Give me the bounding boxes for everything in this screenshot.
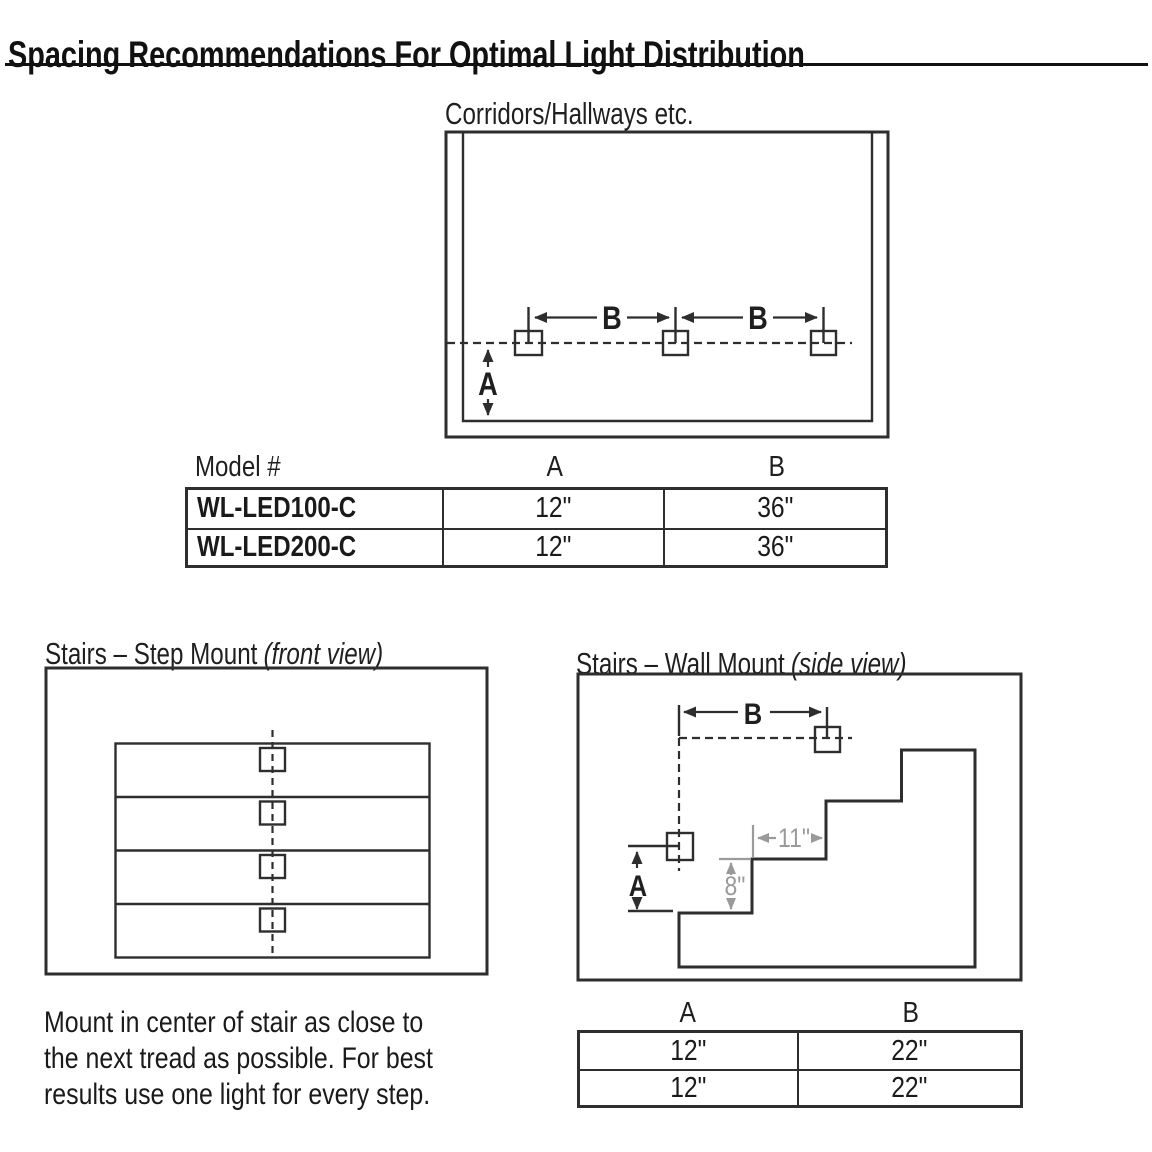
step-light-fixture-3 [258, 853, 287, 880]
step-mount-heading: Stairs – Step Mount(front view) [45, 636, 479, 672]
step-light-fixture-2 [258, 800, 287, 826]
step-outer-box [44, 666, 489, 976]
page-title: Spacing Recommendations For Optimal Ligh… [8, 34, 1030, 76]
light-fixture-1 [513, 329, 544, 357]
mounting-note-line-3: results use one light for every step. [44, 1078, 431, 1111]
wall-dim-b-label: B [744, 697, 762, 730]
step-light-fixture-1 [258, 746, 287, 773]
spacing-b-r2: 22" [799, 1069, 1020, 1105]
spacing-table-col-b: B [902, 997, 920, 1029]
b-cell-r1: 36" [756, 492, 794, 525]
model-table: WL-LED100-C 12" 36" WL-LED200-C 12" 36" [185, 487, 888, 568]
spacing-table-col-a: A [679, 997, 697, 1029]
wall-outer-box [576, 672, 1023, 982]
tread-depth-label: 11" [778, 823, 810, 853]
model-cell-r2: WL-LED200-C [188, 527, 444, 565]
corridor-diagram: B B A [444, 130, 890, 439]
dim-b1-label: B [602, 301, 622, 337]
spacing-table: 12" 22" 12" 22" [577, 1030, 1023, 1108]
model-table-col-model: Model # [195, 451, 281, 483]
corridor-outer-wall [444, 130, 890, 439]
wall-mount-diagram: B A 11" 8" [576, 672, 1023, 982]
light-fixture-2 [661, 329, 690, 357]
corridor-heading-text: Corridors/Hallways etc. [445, 96, 694, 131]
corridor-inner-wall [461, 133, 874, 423]
title-underline [5, 63, 1148, 66]
dim-b2-label: B [748, 301, 768, 337]
step-mount-heading-text: Stairs – Step Mount [45, 636, 258, 671]
model-cell-r1: WL-LED100-C [188, 490, 444, 528]
corridor-heading: Corridors/Hallways etc. [445, 96, 764, 132]
mounting-note-line-1: Mount in center of stair as close to [44, 1006, 424, 1039]
model-table-col-a: A [546, 451, 564, 483]
spacing-b-r1: 22" [891, 1034, 928, 1067]
page-title-text: Spacing Recommendations For Optimal Ligh… [8, 34, 805, 75]
step-light-fixture-4 [258, 907, 287, 933]
wall-dim-a-label: A [629, 869, 647, 902]
a-cell-r2: 12" [444, 527, 665, 565]
step-mount-view-label: (front view) [263, 636, 384, 671]
mounting-note-line-2: the next tread as possible. For best [44, 1042, 433, 1075]
dim-a-label: A [478, 367, 498, 403]
a-cell-r1: 12" [444, 490, 665, 528]
spacing-a-r1: 12" [580, 1033, 799, 1069]
spacing-a-r2: 12" [580, 1069, 799, 1105]
stair-profile [677, 748, 977, 969]
step-mount-diagram [44, 666, 489, 976]
riser-height-label: 8" [725, 871, 746, 901]
light-fixture-3 [809, 329, 838, 357]
model-table-col-b: B [768, 451, 786, 483]
b-cell-r2: 36" [665, 527, 885, 566]
